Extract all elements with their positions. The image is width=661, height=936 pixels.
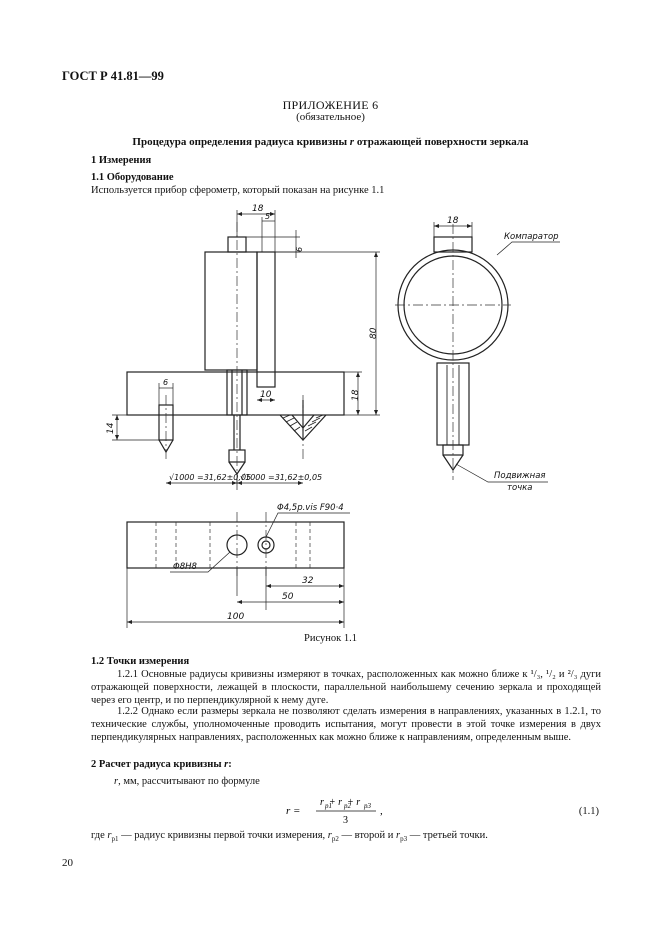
where-r2: r [327, 830, 332, 841]
dim-10: 10 [260, 390, 272, 400]
formula-tail: , [380, 805, 383, 817]
where-text-4: — третьей точки. [407, 830, 488, 841]
dim-80: 80 [369, 327, 379, 339]
formula-legend: где rp1 — радиус кривизны первой точки и… [91, 830, 488, 843]
equation-number: (1.1) [578, 806, 599, 817]
dim-18-right: 18 [447, 216, 459, 226]
section-1-2-heading: 1.2 Точки измерения [91, 656, 190, 667]
dim-100: 100 [227, 612, 244, 622]
formula-intro: r, мм, рассчитывают по формуле [114, 776, 260, 787]
label-hole-small: Φ4,5p.vis F90·4 [277, 503, 344, 513]
paragraph-1-2-1: 1.2.1 Основные радиусы кривизны измеряют… [91, 669, 601, 706]
label-moving-1: Подвижная [494, 471, 546, 481]
where-text-3: — второй и [338, 830, 397, 841]
section-2-heading-var: r [224, 759, 229, 770]
figure-caption: Рисунок 1.1 [304, 633, 357, 644]
label-hole-large: Φ8Н8 [173, 562, 197, 572]
where-s1: p1 [111, 835, 119, 844]
appendix-title: ПРИЛОЖЕНИЕ 6 [282, 98, 379, 112]
dim-sqrt-left: √1000 =31,62±0,05 [169, 473, 251, 482]
formula-sub-3: p3 [363, 802, 372, 810]
section-2-heading-pre: 2 Расчет радиуса кривизны [91, 759, 225, 770]
dim-sqrt-right: √1000 =31,62±0,05 [240, 473, 322, 482]
spherometer-figure: 18 5 6 80 18 10 6 14 √1000 =31,62±0,05 √… [106, 204, 560, 628]
page-number: 20 [62, 857, 73, 869]
where-text-1: где [91, 830, 108, 841]
formula-sub-2: p2 [343, 802, 352, 810]
dim-14: 14 [106, 422, 116, 434]
formula-intro-text: , мм, рассчитывают по формуле [118, 776, 260, 787]
where-s3: p3 [400, 835, 408, 844]
dim-18-side: 18 [351, 389, 361, 401]
procedure-title: Процедура определения радиуса кривизны r… [0, 136, 661, 148]
where-r3: r [396, 830, 401, 841]
equipment-text: Используется прибор сферометр, который п… [91, 185, 385, 196]
formula-numerator: r + r + r [320, 797, 360, 808]
formula-intro-var: r [114, 776, 119, 787]
formula-lhs: r = [286, 805, 300, 817]
dim-18-top: 18 [252, 204, 264, 214]
procedure-title-pre: Процедура определения радиуса кривизны [132, 136, 350, 148]
label-moving-2: точка [507, 483, 533, 493]
standard-code: ГОСТ Р 41.81—99 [62, 69, 164, 83]
where-s2: p2 [331, 835, 339, 844]
dim-50: 50 [282, 592, 294, 602]
dim-6-top: 6 [295, 247, 304, 252]
appendix-subtitle: (обязательное) [296, 111, 365, 123]
section-2-heading: 2 Расчет радиуса кривизны r: [91, 759, 232, 770]
paragraph-1-2-2: 1.2.2 Однако если размеры зеркала не поз… [91, 706, 601, 743]
procedure-title-var: r [349, 136, 355, 148]
where-r1: r [107, 830, 112, 841]
dim-6-left: 6 [163, 378, 168, 387]
formula-sub-1: p1 [324, 802, 332, 810]
section-1-1-heading: 1.1 Оборудование [91, 172, 174, 183]
dim-5: 5 [265, 212, 270, 221]
label-comparator: Компаратор [504, 232, 559, 242]
section-2-heading-post: : [228, 759, 232, 770]
formula-denominator: 3 [343, 815, 348, 826]
procedure-title-post: отражающей поверхности зеркала [354, 136, 529, 148]
section-1-heading: 1 Измерения [91, 155, 152, 166]
dim-32: 32 [302, 576, 314, 586]
formula-1-1: r = r + r + r p1 p2 p3 3 , [286, 797, 383, 826]
where-text-2: — радиус кривизны первой точки измерения… [118, 830, 328, 841]
